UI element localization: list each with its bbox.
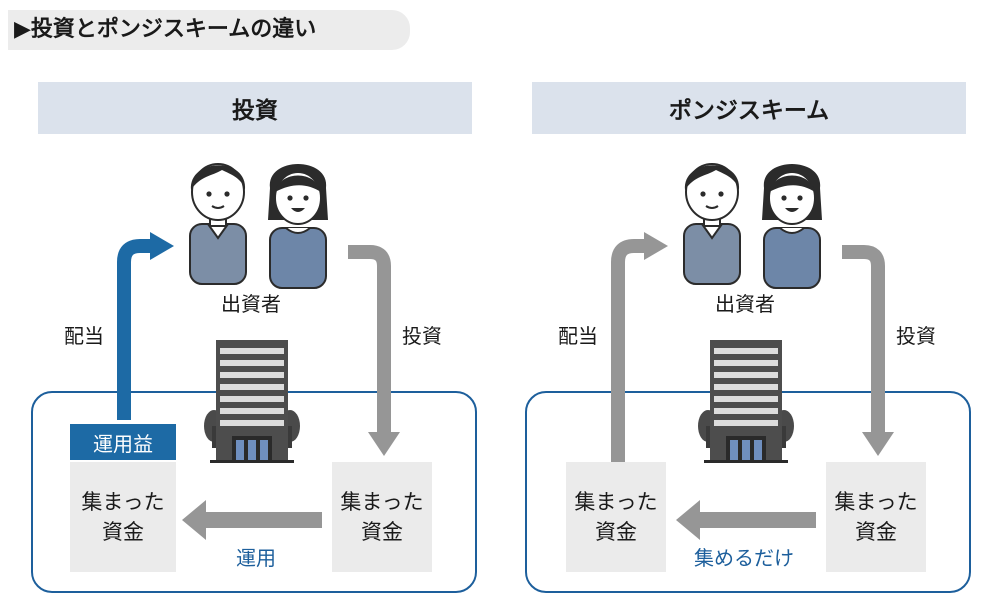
right-invest-arrow <box>842 245 885 432</box>
left-man-icon <box>189 163 247 285</box>
play-triangle-icon: ▶ <box>14 17 31 42</box>
left-collected-fund-box: 集まった資金 <box>332 462 432 572</box>
left-panel-header: 投資 <box>38 82 472 134</box>
left-invest-arrowhead <box>368 432 400 456</box>
left-investors-label: 出資者 <box>221 292 281 316</box>
left-woman-icon <box>267 163 329 289</box>
title-tab <box>8 10 410 50</box>
title-label: 投資とポンジスキームの違い <box>30 17 317 42</box>
right-invest-label: 投資 <box>896 324 936 348</box>
left-profit-badge: 運用益 <box>70 424 176 460</box>
right-dividend-label: 配当 <box>558 324 598 348</box>
left-dividend-label: 配当 <box>64 324 104 348</box>
right-man-icon <box>683 163 741 285</box>
left-flow-label: 運用 <box>236 546 276 570</box>
right-flow-label: 集めるだけ <box>694 546 794 570</box>
right-flow-arrow <box>700 512 816 528</box>
right-panel-header: ポンジスキーム <box>532 82 966 134</box>
right-building-icon <box>698 340 794 463</box>
left-dividend-arrowhead <box>150 232 174 260</box>
left-invest-label: 投資 <box>402 324 442 348</box>
right-dividend-arrow <box>611 239 644 462</box>
right-investors-label: 出資者 <box>715 292 775 316</box>
diagram-title: ▶投資とポンジスキームの違い <box>14 13 316 47</box>
left-dividend-arrow <box>117 239 150 420</box>
left-invest-arrow <box>348 245 391 432</box>
right-invest-arrowhead <box>862 432 894 456</box>
right-dividend-arrowhead <box>644 232 668 260</box>
right-fund-box: 集まった資金 <box>566 462 666 572</box>
left-building-icon <box>204 340 300 463</box>
left-flow-arrowhead <box>182 500 206 540</box>
left-fund-box: 集まった資金 <box>70 462 176 572</box>
right-woman-icon <box>761 163 823 289</box>
right-collected-fund-box: 集まった資金 <box>826 462 926 572</box>
left-flow-arrow <box>206 512 322 528</box>
right-flow-arrowhead <box>676 500 700 540</box>
